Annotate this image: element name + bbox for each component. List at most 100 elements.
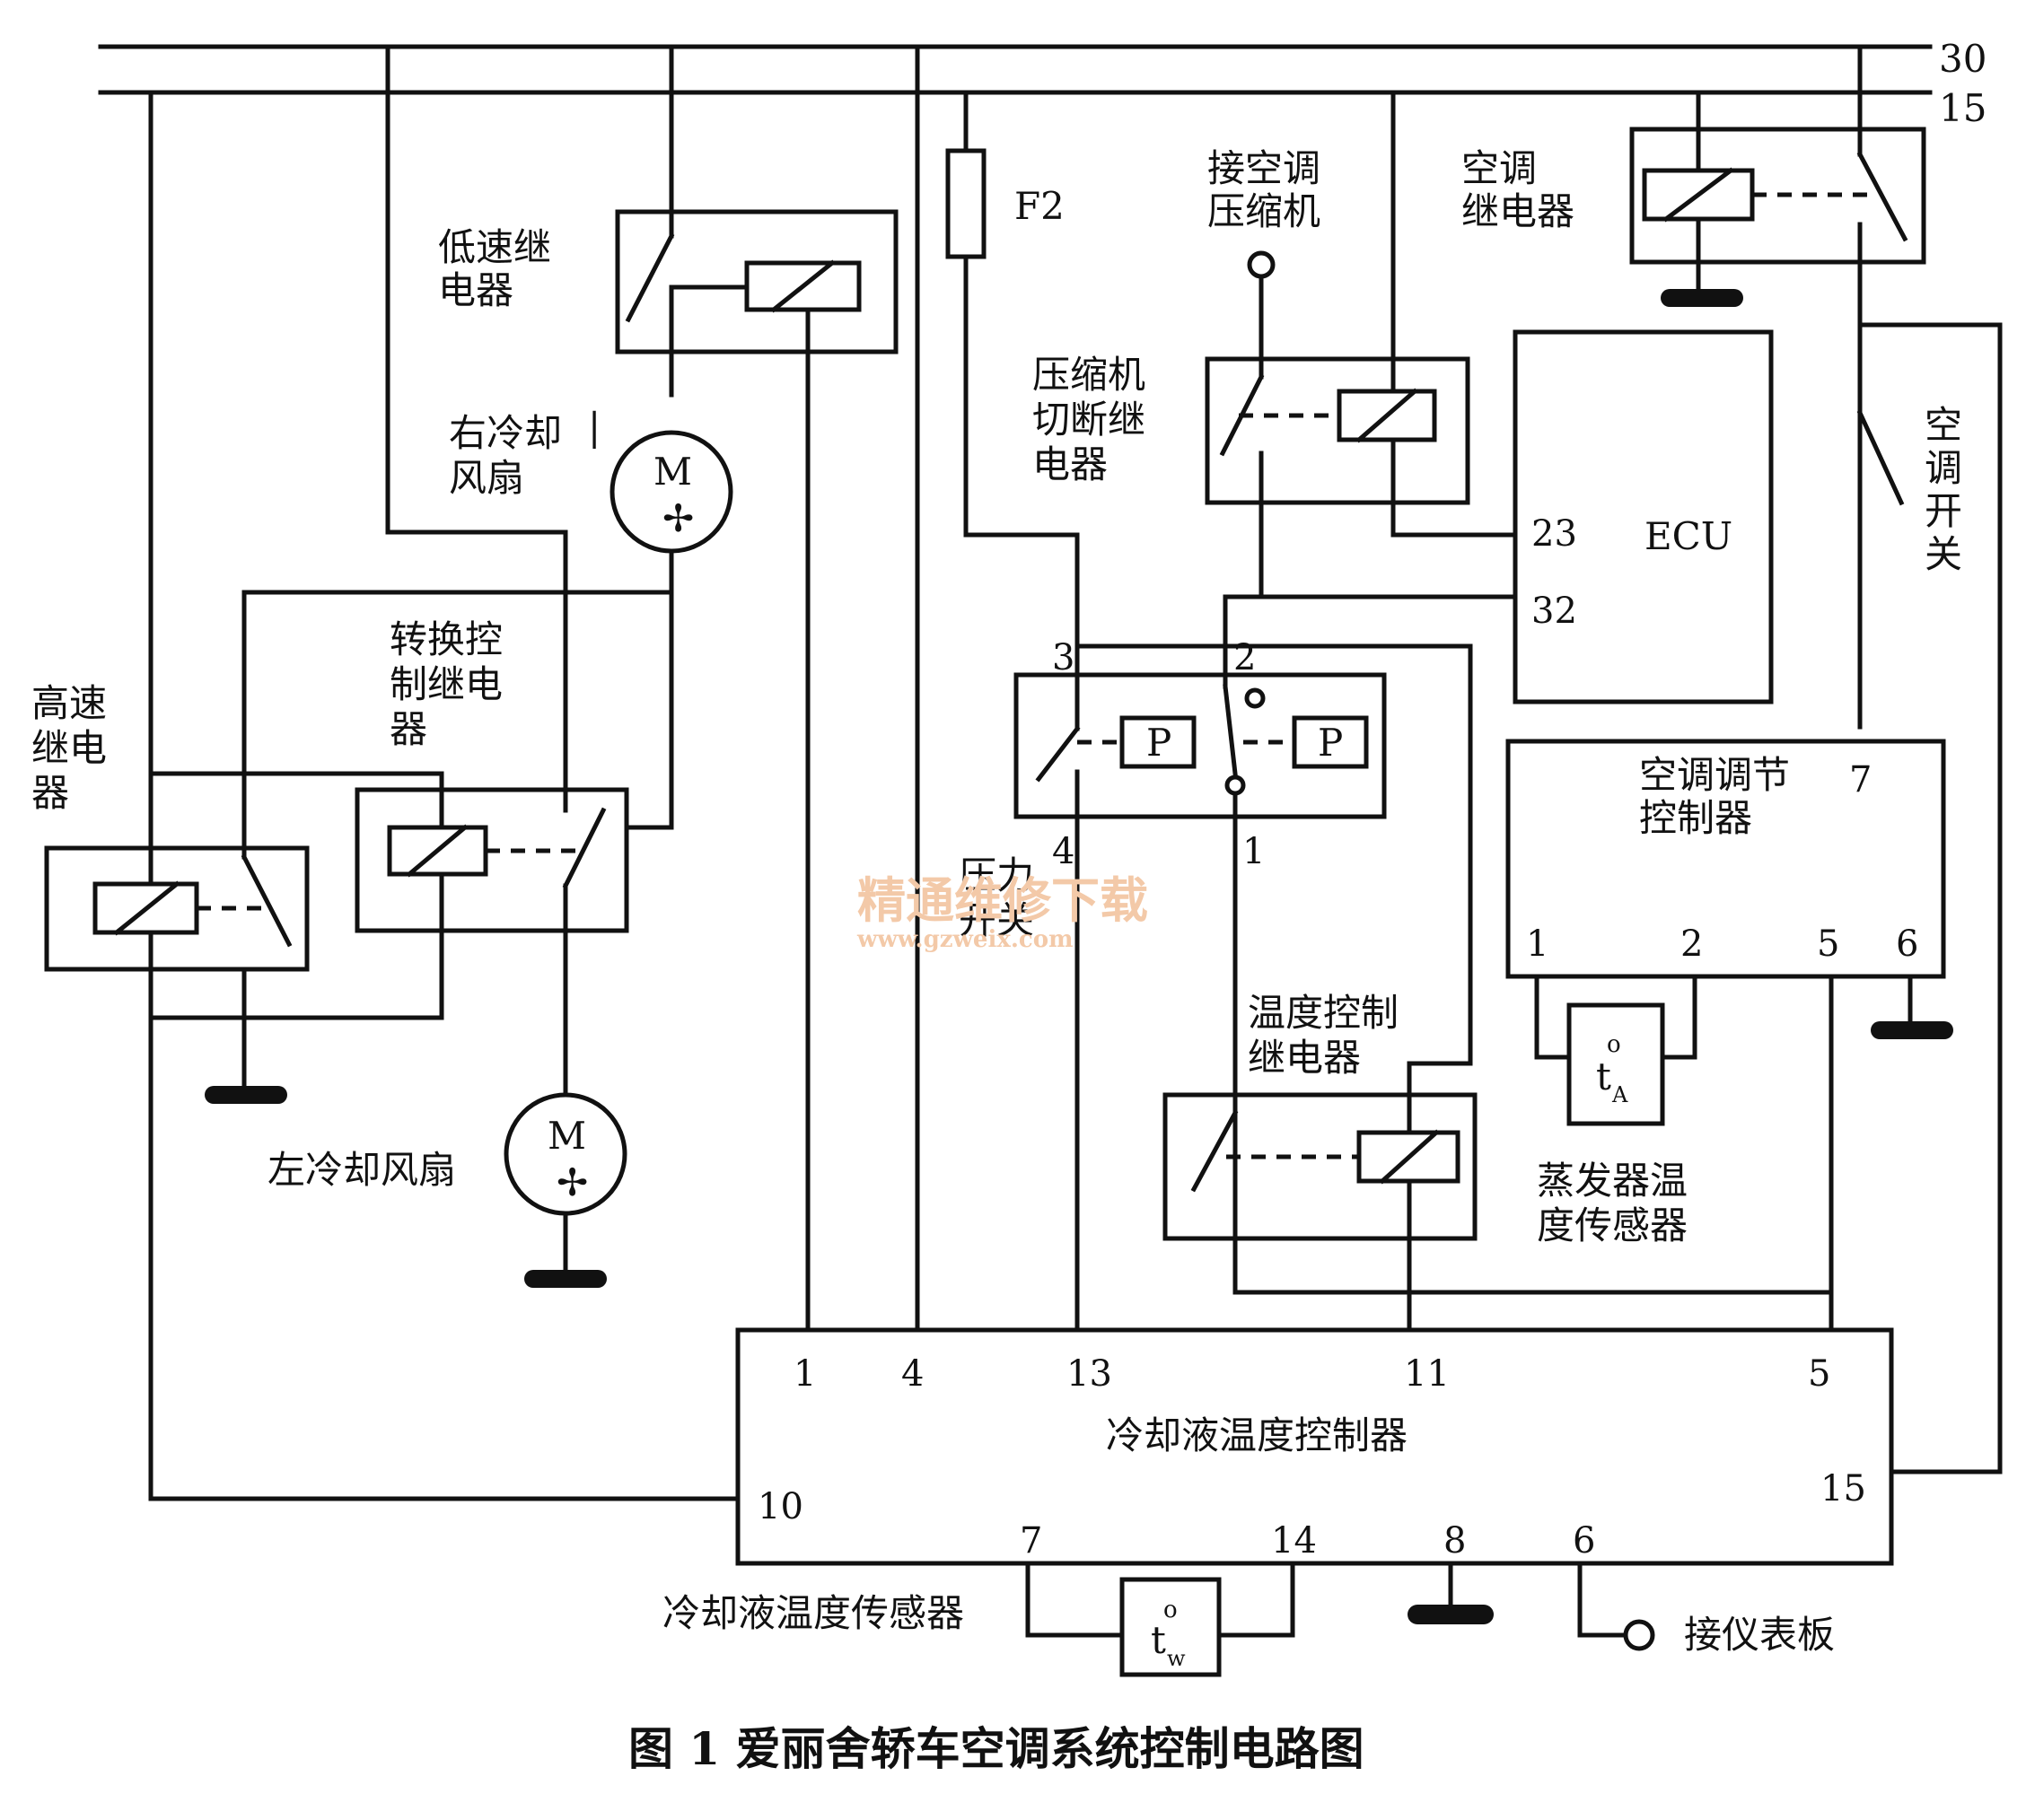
to-compressor-label-1: 接空调	[1207, 146, 1320, 190]
ac-relay-box	[1629, 127, 1926, 265]
ac-relay-contact	[1856, 151, 1908, 242]
temp-control-relay-contact	[1190, 1109, 1239, 1193]
low-speed-relay-label-2: 电器	[438, 268, 513, 312]
fuse-label: F2	[1014, 184, 1065, 228]
left-fan-label: 左冷却风扇	[268, 1148, 456, 1192]
ac-relay-label-1: 空调	[1461, 146, 1537, 190]
pressure-switch-p1-label: P	[1146, 721, 1171, 765]
pressure-switch-p1	[1119, 715, 1197, 769]
left-fan-ground	[524, 1270, 607, 1288]
temp-control-relay-box	[1162, 1092, 1478, 1241]
bus-30-label: 30	[1939, 37, 1987, 81]
coolant-sensor-box	[1119, 1577, 1222, 1677]
middle-section: F2 接空调 压缩机 压缩机 切断继 电器 P P	[856, 44, 1834, 1331]
left-fan-motor-m: M	[548, 1114, 586, 1158]
watermark-line1: 精通维修下载	[857, 871, 1148, 929]
ta-t: t	[1596, 1054, 1611, 1098]
ecu-pin-23: 23	[1531, 513, 1577, 555]
to-compressor-label-2: 压缩机	[1207, 189, 1320, 233]
svg-text:|: |	[588, 405, 601, 449]
ta-sub: A	[1611, 1082, 1628, 1107]
right-fan-motor-m: M	[653, 450, 692, 494]
pressure-pin-2: 2	[1233, 637, 1256, 678]
controller-pin-7: 7	[1020, 1520, 1042, 1562]
tw-t: t	[1151, 1618, 1166, 1662]
temp-control-relay-label-2: 继电器	[1248, 1036, 1361, 1080]
high-speed-relay-box	[44, 845, 310, 972]
high-speed-relay-label-2: 继电	[31, 726, 107, 770]
controller-pin-10: 10	[758, 1486, 803, 1527]
pressure-pin-3: 3	[1052, 637, 1074, 678]
temp-control-relay-label-1: 温度控制	[1248, 991, 1399, 1035]
pressure-pin-1: 1	[1242, 831, 1265, 872]
figure-caption: 图 1 爱丽舍轿车空调系统控制电路图	[628, 1722, 1364, 1775]
ac-regulator-label-1: 空调调节	[1639, 753, 1790, 797]
compressor-cutoff-relay-box	[1205, 356, 1470, 505]
high-speed-relay-label-1: 高速	[31, 681, 107, 725]
evaporator-sensor-label-2: 度传感器	[1537, 1203, 1688, 1247]
switch-relay-label-2: 制继电	[390, 662, 503, 706]
controller-pin-11: 11	[1404, 1353, 1450, 1395]
controller-ground	[1408, 1605, 1494, 1624]
ecu-pin-32: 32	[1531, 591, 1577, 632]
high-speed-relay-ground	[205, 1086, 287, 1104]
low-speed-relay-contact	[625, 232, 675, 323]
fuse-f2	[945, 148, 987, 259]
regulator-ground	[1871, 1021, 1953, 1039]
pressure-switch-p2-label: P	[1318, 721, 1343, 765]
coolant-controller: 冷却液温度控制器 1 4 13 11 5 10 15 7 14 8 6 o t …	[148, 1327, 2003, 1677]
controller-pin-4: 4	[901, 1353, 924, 1395]
high-speed-relay-contact	[241, 853, 293, 948]
ac-relay-label-2: 继电器	[1461, 189, 1574, 233]
ac-switch-label-1: 空	[1925, 403, 1962, 447]
coolant-controller-label: 冷却液温度控制器	[1106, 1413, 1408, 1457]
pressure-switch-box	[1013, 672, 1387, 819]
switch-relay-label-3: 器	[390, 707, 427, 751]
controller-pin-13: 13	[1066, 1353, 1112, 1395]
fan-section: 低速继 电器 M ✢ 右冷却 风扇 | 转换控 制继电 器	[31, 44, 899, 1501]
pressure-pin-4: 4	[1052, 831, 1074, 872]
power-buses: 30 15	[98, 37, 1987, 130]
regulator-pin-7: 7	[1849, 759, 1872, 801]
regulator-pin-6: 6	[1896, 923, 1918, 965]
pressure-switch-label-1: 压力	[959, 853, 1034, 897]
tw-degree: o	[1163, 1597, 1178, 1623]
pressure-switch-contact-b	[1223, 684, 1238, 776]
compressor-cutoff-label-1: 压缩机	[1032, 353, 1145, 397]
ta-degree: o	[1607, 1031, 1621, 1058]
switch-relay-contact	[562, 807, 607, 889]
controller-pin-14: 14	[1271, 1520, 1317, 1562]
left-fan-icon: ✢	[557, 1160, 588, 1204]
right-fan-label-2: 风扇	[449, 456, 524, 500]
ac-switch-label-3: 开	[1925, 489, 1962, 533]
pressure-switch-label-2: 开关	[959, 898, 1034, 942]
ecu-label: ECU	[1644, 514, 1732, 558]
regulator-pin-1: 1	[1526, 923, 1548, 965]
controller-pin-15: 15	[1820, 1468, 1866, 1509]
right-fan-icon: ✢	[662, 496, 694, 540]
controller-pin-6: 6	[1573, 1520, 1595, 1562]
low-speed-relay-label-1: 低速继	[438, 225, 551, 269]
coolant-controller-box	[735, 1327, 1894, 1566]
ac-relay-ground	[1661, 289, 1743, 307]
watermark-line2: www.gzweix.com	[856, 926, 1074, 953]
compressor-cutoff-relay-contact	[1219, 373, 1265, 457]
evaporator-sensor-box	[1566, 1002, 1665, 1126]
tw-sub: w	[1167, 1646, 1186, 1671]
controller-pin-1: 1	[794, 1353, 816, 1395]
ac-regulator-box	[1505, 739, 1946, 979]
low-speed-relay-coil-mark	[770, 259, 836, 313]
evaporator-sensor-label-1: 蒸发器温	[1537, 1159, 1688, 1203]
regulator-pin-5: 5	[1817, 923, 1839, 965]
ac-switch-contact	[1856, 409, 1905, 506]
switch-relay-box	[355, 787, 629, 933]
dashboard-label: 接仪表板	[1684, 1613, 1835, 1657]
switch-relay-label-1: 转换控	[390, 617, 503, 661]
controller-pin-5: 5	[1808, 1353, 1830, 1395]
ac-regulator-label-2: 控制器	[1639, 796, 1752, 840]
right-fan-label-1: 右冷却	[449, 411, 562, 455]
regulator-pin-2: 2	[1680, 923, 1703, 965]
dashboard-terminal	[1623, 1619, 1655, 1651]
controller-pin-8: 8	[1443, 1520, 1466, 1562]
